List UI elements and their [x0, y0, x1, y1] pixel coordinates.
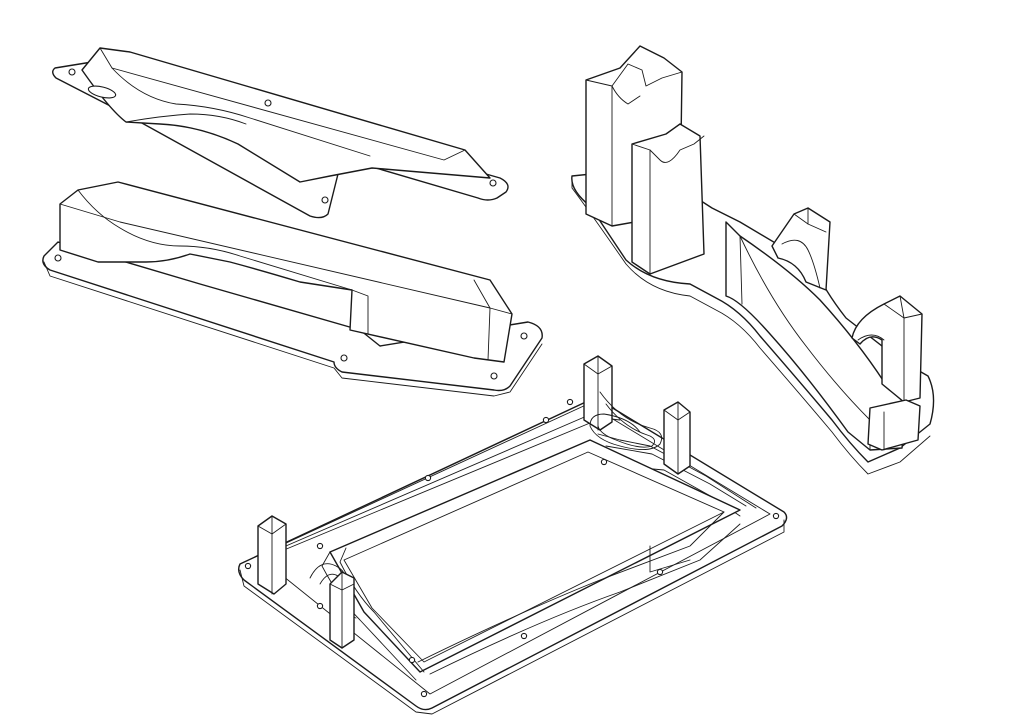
mounting-hole-icon [656, 568, 664, 576]
mounting-hole-icon [600, 458, 608, 466]
mounting-hole-icon [520, 332, 528, 340]
mounting-hole-icon [316, 602, 324, 610]
frame-base-plate [237, 355, 788, 715]
mounting-hole-icon [424, 474, 432, 482]
mounting-hole-icon [408, 656, 416, 664]
mounting-hole-icon [420, 690, 428, 698]
mounting-hole-icon [772, 512, 780, 520]
mounting-hole-icon [321, 196, 329, 204]
mounting-hole-icon [490, 372, 498, 380]
bottom-tray-plate [42, 181, 543, 397]
upright-holder-fixture [571, 45, 935, 475]
mounting-hole-icon [316, 542, 324, 550]
mounting-hole-icon [244, 562, 252, 570]
mounting-hole-icon [520, 632, 528, 640]
mounting-hole-icon [54, 254, 62, 262]
mounting-hole-icon [489, 179, 497, 187]
top-lid-plate [52, 47, 509, 219]
mounting-hole-icon [542, 416, 550, 424]
mounting-hole-icon [264, 99, 272, 107]
mounting-hole-icon [340, 354, 348, 362]
mounting-hole-icon [68, 68, 76, 76]
slot-hole-icon [87, 85, 117, 99]
mounting-hole-icon [566, 398, 574, 406]
